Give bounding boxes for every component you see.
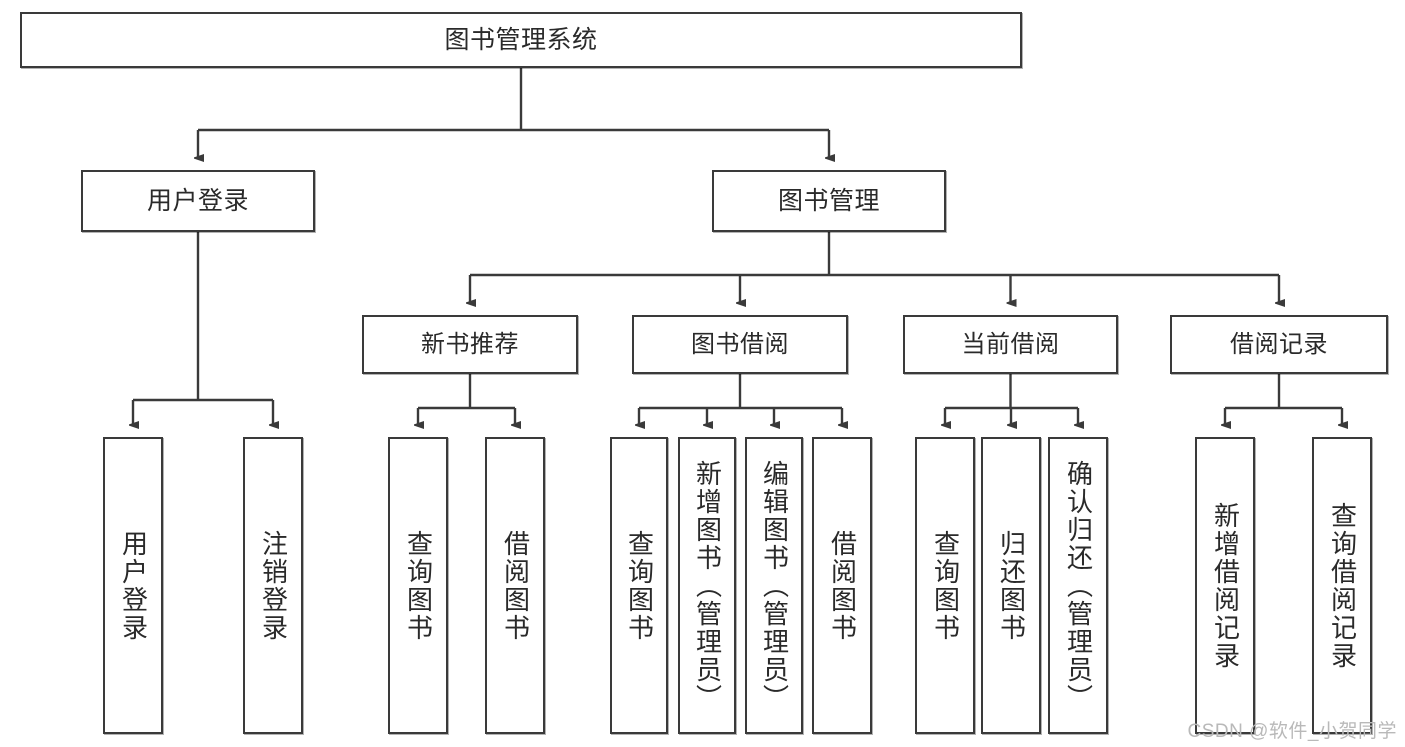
node-level1-1[interactable]: 图书管理: [712, 170, 946, 232]
node-level2-0-label: 新书推荐: [421, 330, 519, 358]
node-leaf-8-label: 查询图书: [930, 529, 961, 642]
node-leaf-12[interactable]: 查询借阅记录: [1312, 437, 1372, 734]
node-level2-2[interactable]: 当前借阅: [903, 315, 1118, 374]
node-leaf-2[interactable]: 查询图书: [388, 437, 448, 734]
node-leaf-0[interactable]: 用户登录: [103, 437, 163, 734]
node-leaf-4-label: 查询图书: [624, 529, 655, 642]
node-leaf-2-label: 查询图书: [403, 529, 434, 642]
node-leaf-11[interactable]: 新增借阅记录: [1195, 437, 1255, 734]
node-level2-1[interactable]: 图书借阅: [632, 315, 848, 374]
node-leaf-3[interactable]: 借阅图书: [485, 437, 545, 734]
node-level2-1-label: 图书借阅: [691, 330, 789, 358]
node-level1-0-label: 用户登录: [146, 186, 249, 215]
csdn-watermark: CSDN @软件_小贺同学: [1187, 721, 1397, 742]
node-leaf-6-label: 编辑图书（管理员）: [759, 459, 790, 712]
node-level2-3[interactable]: 借阅记录: [1170, 315, 1388, 374]
node-leaf-10[interactable]: 确认归还（管理员）: [1048, 437, 1108, 734]
node-level1-0[interactable]: 用户登录: [81, 170, 315, 232]
node-leaf-12-label: 查询借阅记录: [1327, 501, 1358, 670]
node-leaf-1[interactable]: 注销登录: [243, 437, 303, 734]
node-leaf-4[interactable]: 查询图书: [610, 437, 668, 734]
node-leaf-7[interactable]: 借阅图书: [812, 437, 872, 734]
node-leaf-9-label: 归还图书: [996, 529, 1027, 642]
node-leaf-11-label: 新增借阅记录: [1210, 501, 1241, 670]
node-leaf-9[interactable]: 归还图书: [981, 437, 1041, 734]
node-level2-0[interactable]: 新书推荐: [362, 315, 578, 374]
node-leaf-10-label: 确认归还（管理员）: [1063, 459, 1094, 712]
node-level2-2-label: 当前借阅: [961, 330, 1060, 358]
node-leaf-3-label: 借阅图书: [500, 529, 531, 642]
node-level1-1-label: 图书管理: [777, 186, 880, 215]
node-level2-3-label: 借阅记录: [1230, 330, 1328, 358]
node-root-label: 图书管理系统: [444, 25, 598, 54]
node-root[interactable]: 图书管理系统: [20, 12, 1022, 68]
node-leaf-0-label: 用户登录: [118, 529, 149, 642]
node-leaf-5-label: 新增图书（管理员）: [692, 459, 723, 712]
node-leaf-7-label: 借阅图书: [827, 529, 858, 642]
node-leaf-8[interactable]: 查询图书: [915, 437, 975, 734]
node-leaf-5[interactable]: 新增图书（管理员）: [678, 437, 736, 734]
node-leaf-6[interactable]: 编辑图书（管理员）: [745, 437, 803, 734]
node-leaf-1-label: 注销登录: [258, 529, 289, 642]
